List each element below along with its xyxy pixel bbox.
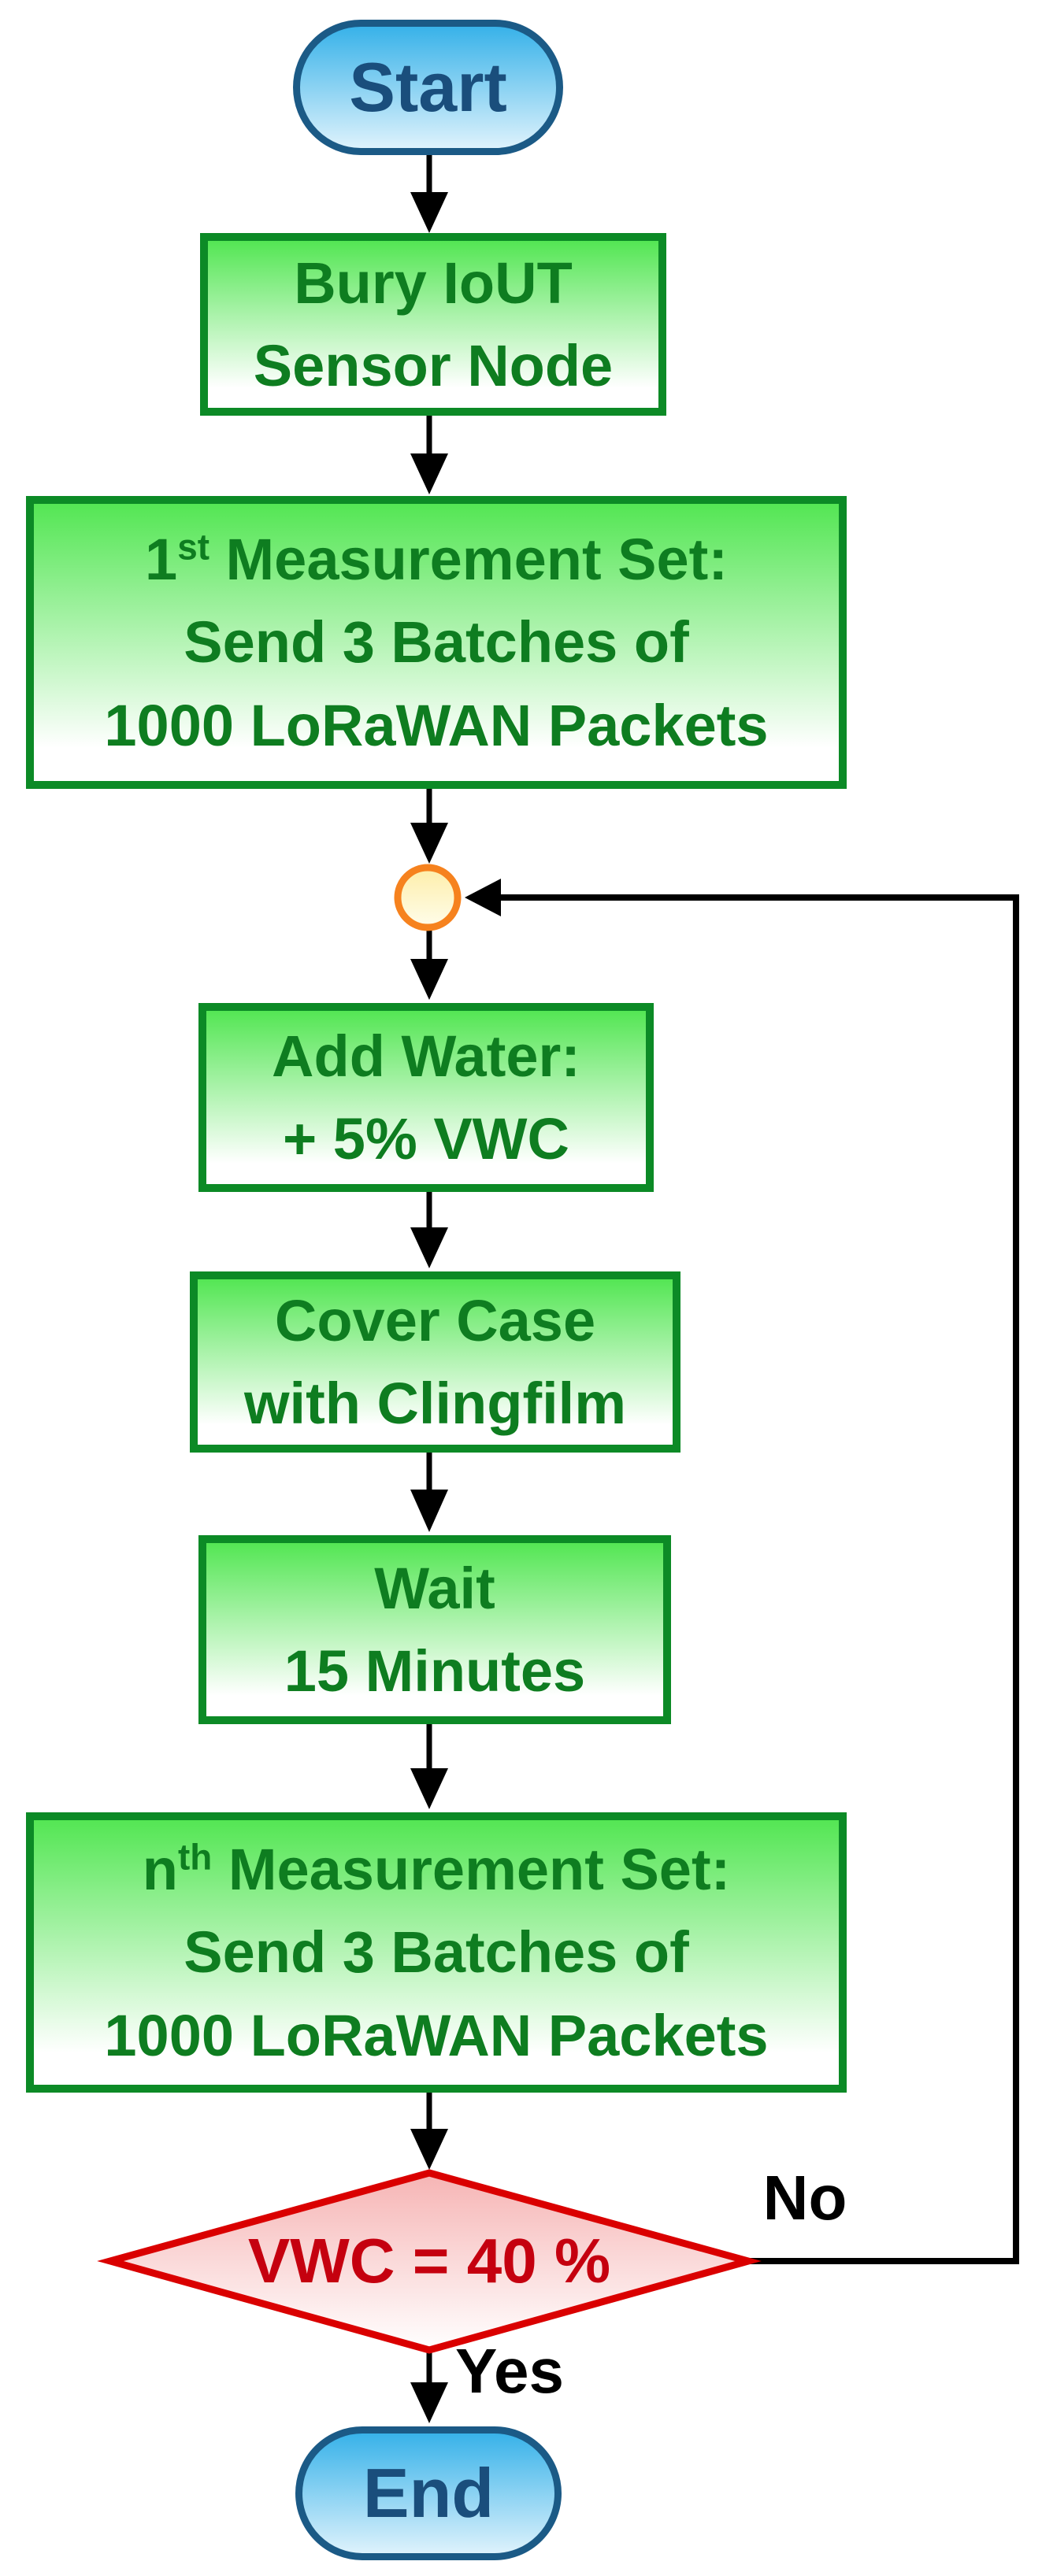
node-line: Cover Case	[274, 1287, 596, 1353]
node-line: 1st Measurement Set:	[145, 526, 728, 593]
node-line: 1000 LoRaWAN Packets	[104, 692, 769, 758]
node-start: Start	[293, 20, 563, 155]
edge-decision-yes-to-end	[410, 2350, 448, 2423]
node-cover-case: Cover Case with Clingfilm	[190, 1271, 680, 1453]
edge-cover-to-wait	[410, 1453, 448, 1532]
ordinal-superscript: st	[177, 526, 210, 568]
edge-add-water-to-cover	[410, 1192, 448, 1268]
node-end: End	[295, 2426, 562, 2560]
edge-start-to-bury	[410, 155, 448, 233]
junction-connector	[394, 864, 462, 931]
node-line: Wait	[374, 1555, 495, 1621]
node-wait: Wait 15 Minutes	[198, 1535, 671, 1724]
node-line: with Clingfilm	[243, 1371, 627, 1436]
edge-wait-to-nth-set	[410, 1724, 448, 1809]
edge-label-yes: Yes	[455, 2336, 564, 2406]
node-line: Bury IoUT	[294, 250, 573, 316]
node-nth-measurement-set: nth Measurement Set: Send 3 Batches of 1…	[26, 1812, 847, 2093]
node-line: 15 Minutes	[284, 1638, 586, 1704]
end-label: End	[362, 2454, 495, 2532]
edge-first-set-to-junction	[410, 789, 448, 864]
node-line: Add Water:	[272, 1023, 580, 1089]
node-first-measurement-set: 1st Measurement Set: Send 3 Batches of 1…	[26, 496, 847, 789]
decision-diamond	[97, 2169, 762, 2354]
edge-junction-to-add-water	[410, 931, 448, 1000]
node-line: Send 3 Batches of	[184, 609, 689, 675]
edge-nth-set-to-decision	[410, 2093, 448, 2170]
node-add-water: Add Water: + 5% VWC	[198, 1003, 654, 1192]
node-line: 1000 LoRaWAN Packets	[104, 2002, 769, 2068]
edge-bury-to-first-set	[410, 416, 448, 494]
node-line: + 5% VWC	[283, 1106, 569, 1171]
edge-decision-no-loop	[465, 879, 1019, 2264]
edge-label-no: No	[762, 2163, 847, 2233]
node-line: nth Measurement Set:	[142, 1836, 731, 1903]
decision-label: VWC = 40 %	[247, 2226, 611, 2296]
start-label: Start	[349, 48, 507, 126]
node-bury-sensor: Bury IoUT Sensor Node	[200, 233, 666, 416]
node-line: Send 3 Batches of	[184, 1919, 689, 1986]
ordinal-superscript: th	[177, 1836, 213, 1878]
node-line: Sensor Node	[253, 333, 614, 398]
